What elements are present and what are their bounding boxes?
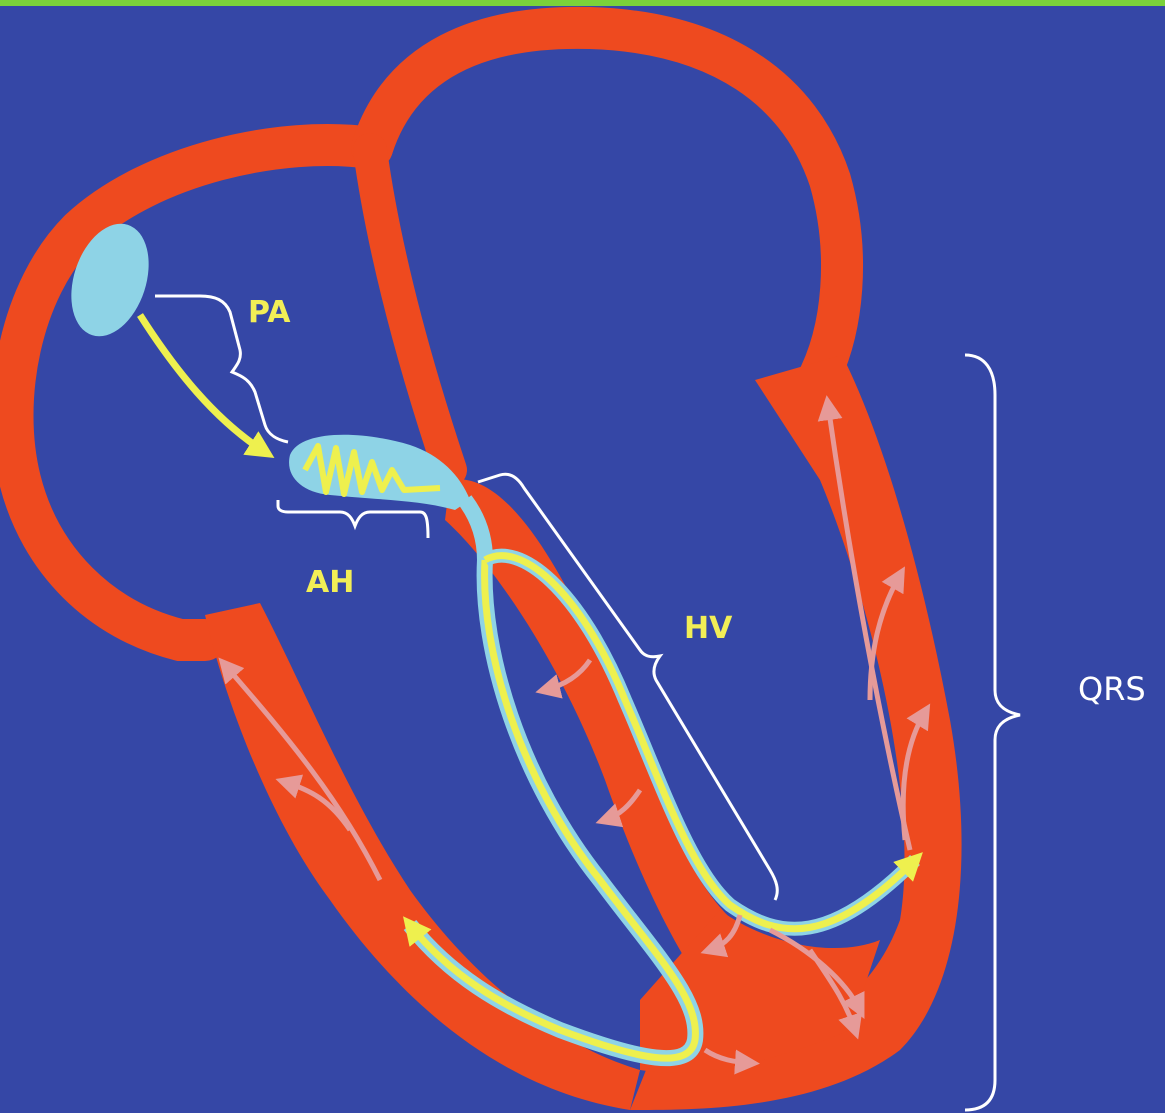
ah-label: AH [306, 565, 354, 600]
pa-label: PA [248, 295, 291, 330]
top-border [0, 0, 1165, 6]
qrs-label: QRS [1078, 670, 1146, 708]
hv-label: HV [684, 611, 733, 646]
